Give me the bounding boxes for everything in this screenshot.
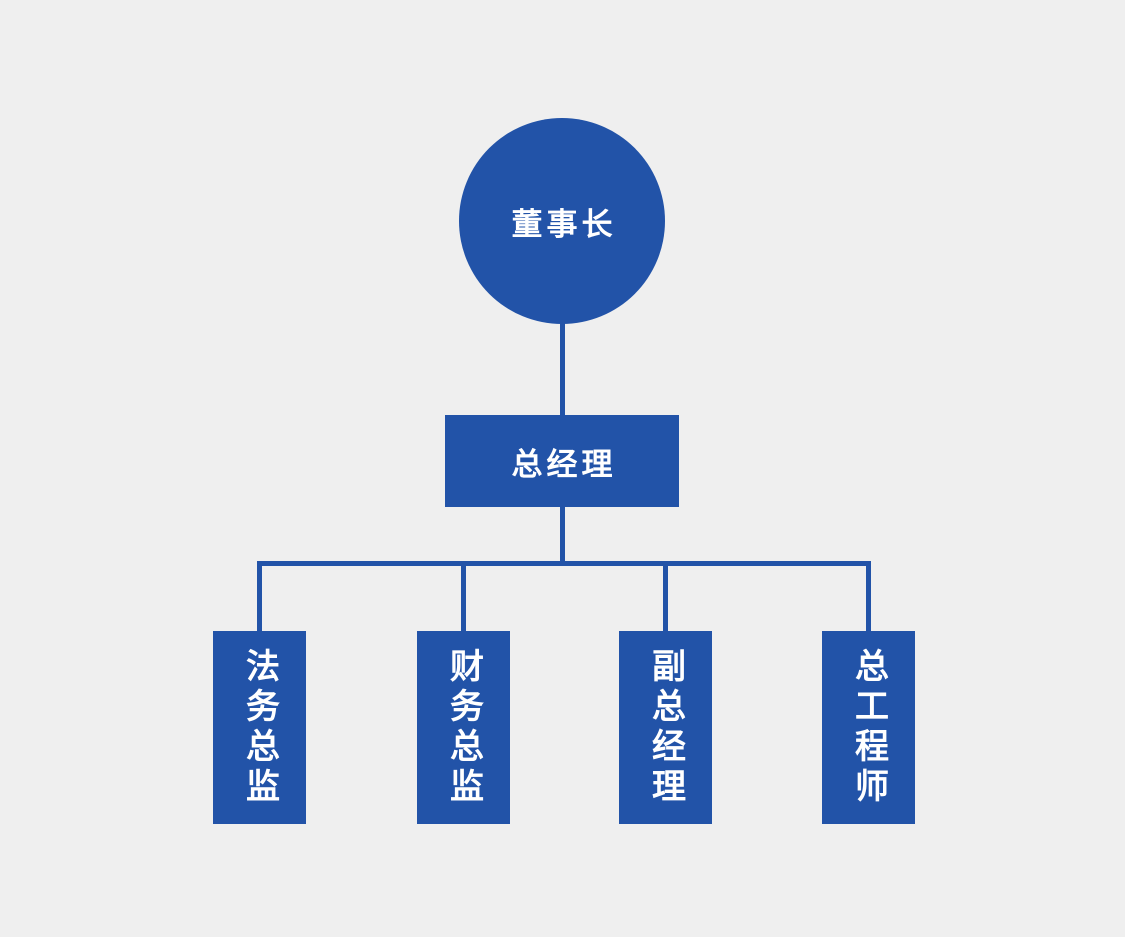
org-node-legal-director[interactable]: 法务总监 [213,631,306,824]
connector-gm-to-bus [560,506,565,563]
org-node-chairman-label: 董事长 [511,206,617,242]
org-node-chief-engineer-label: 总工程师 [849,647,888,808]
org-node-general-manager-label: 总经理 [511,446,617,482]
org-node-chief-engineer[interactable]: 总工程师 [822,631,915,824]
connector-drop-legal-director [257,563,262,633]
org-node-chairman[interactable]: 董事长 [459,118,665,324]
connector-chairman-to-gm [560,323,565,416]
org-node-deputy-general-manager[interactable]: 副总经理 [619,631,712,824]
connector-drop-chief-engineer [866,563,871,633]
org-node-finance-director[interactable]: 财务总监 [417,631,510,824]
connector-drop-deputy-gm [663,563,668,633]
org-node-finance-director-label: 财务总监 [444,647,483,808]
connector-bus-horizontal [257,561,871,566]
org-node-general-manager[interactable]: 总经理 [445,415,679,507]
connector-drop-finance-director [461,563,466,633]
org-node-deputy-general-manager-label: 副总经理 [646,647,685,808]
org-node-legal-director-label: 法务总监 [240,647,279,808]
